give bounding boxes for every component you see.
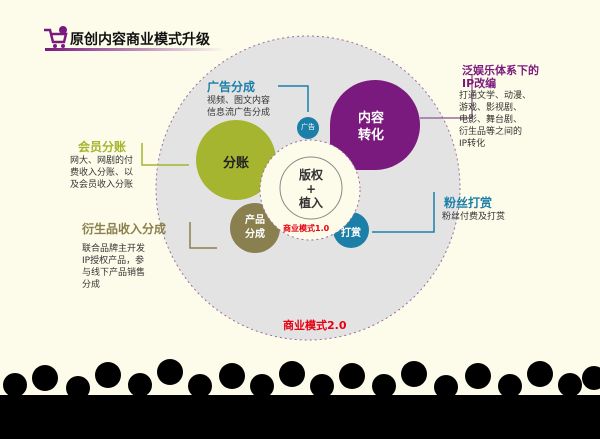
product-bubble-label: 产品分成 — [245, 215, 265, 240]
core-label: 版权+植入 — [298, 168, 323, 210]
cart-icon — [44, 26, 68, 48]
title-underline — [45, 48, 225, 51]
inner-circle — [259, 139, 361, 241]
content-bubble-label: 内容转化 — [357, 111, 384, 143]
model-1-label: 商业模式1.0 — [283, 224, 330, 233]
member-callout: 会员分账 网大、网剧的付费收入分账、以及会员收入分账 — [70, 140, 134, 190]
core-ring — [279, 156, 343, 220]
share-bubble-label: 分账 — [222, 156, 249, 171]
ad-bubble — [297, 117, 319, 139]
ad-bubble-label: 广告 — [301, 123, 315, 131]
tip-bubble-label: 打赏 — [341, 228, 361, 239]
share-bubble — [196, 120, 276, 200]
fans-callout: 粉丝打赏 粉丝付费及打赏 — [442, 196, 506, 222]
model-2-label: 商业模式2.0 — [283, 319, 347, 332]
audience-silhouette — [0, 359, 600, 439]
ad-callout: 广告分成 视频、图文内容信息流广告分成 — [207, 80, 271, 118]
content-bubble — [330, 80, 420, 170]
page-title: 原创内容商业模式升级 — [70, 32, 210, 48]
